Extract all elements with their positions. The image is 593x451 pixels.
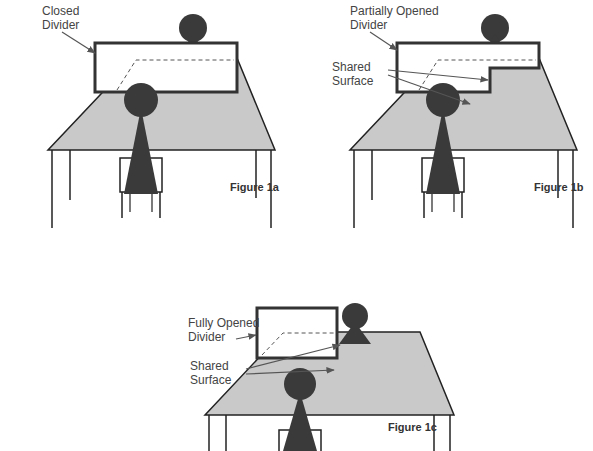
closed-divider (95, 43, 237, 92)
seated-person (120, 83, 162, 218)
callout-label: Closed Divider (42, 4, 102, 32)
seated-person (422, 83, 464, 218)
leader-arrow (246, 370, 334, 374)
table-leg (225, 415, 227, 451)
partially-opened-divider (397, 43, 539, 92)
table-with-person (350, 14, 577, 228)
callout-label: Fully Opened Divider (188, 316, 270, 344)
table-with-person (48, 14, 275, 228)
figure-number: Figure 1c (388, 420, 437, 434)
figure-1a (48, 14, 275, 228)
leader-arrow (388, 75, 470, 104)
leader-arrow (370, 32, 397, 50)
figure-number: Figure 1b (534, 180, 584, 194)
person-body (283, 392, 317, 451)
person-head (284, 368, 316, 400)
figure-number: Figure 1a (230, 180, 279, 194)
hidden-table-edge (262, 333, 335, 355)
fully-opened-divider (257, 308, 337, 358)
leader-arrow (236, 335, 256, 339)
figure-1b (350, 14, 577, 228)
callout-label: Shared Surface (332, 60, 387, 88)
table-leg (449, 415, 451, 451)
table-leg (208, 415, 210, 451)
person-head (342, 303, 368, 329)
callout-label: Shared Surface (190, 359, 245, 387)
leader-arrow (388, 70, 488, 80)
callout-label: Partially Opened Divider (350, 4, 450, 32)
leader-arrow (62, 32, 95, 53)
leader-arrow (246, 345, 340, 369)
